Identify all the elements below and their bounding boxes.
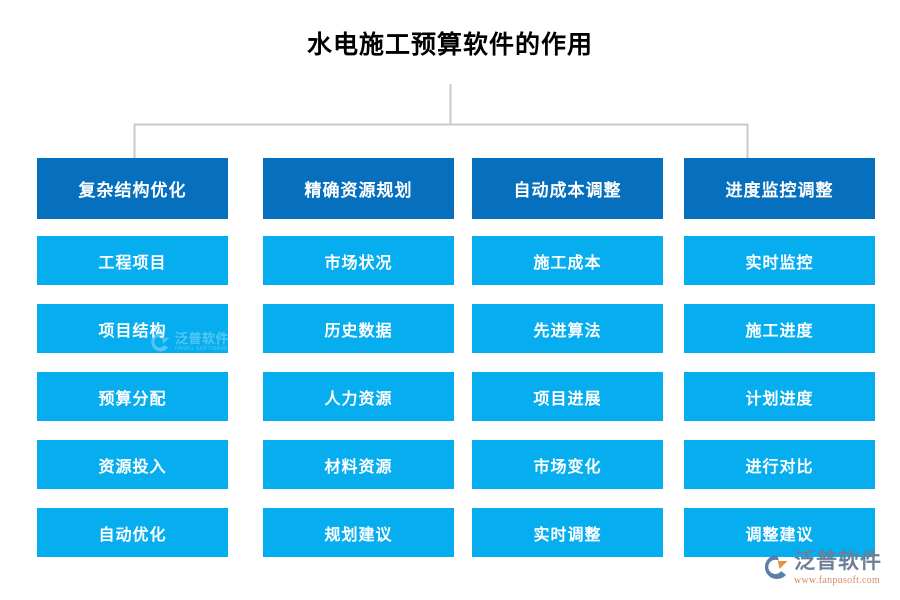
branch-header-1[interactable]: 复杂结构优化 [37,158,228,219]
branch-item[interactable]: 市场变化 [472,440,663,489]
branch-item[interactable]: 规划建议 [263,508,454,557]
branch-item[interactable]: 项目进展 [472,372,663,421]
branch-item[interactable]: 自动优化 [37,508,228,557]
brand-logo: 泛普软件 www.fanpusoft.com [762,550,894,596]
branch-item[interactable]: 预算分配 [37,372,228,421]
page-title: 水电施工预算软件的作用 [306,31,593,59]
branch-item[interactable]: 工程项目 [37,236,228,285]
branch-column-3: 自动成本调整 施工成本 先进算法 项目进展 市场变化 实时调整 [472,158,663,557]
branch-item[interactable]: 先进算法 [472,304,663,353]
branch-item[interactable]: 调整建议 [684,508,875,557]
branch-item[interactable]: 进行对比 [684,440,875,489]
branch-column-1: 复杂结构优化 工程项目 项目结构 预算分配 资源投入 自动优化 [37,158,228,557]
branch-item[interactable]: 实时调整 [472,508,663,557]
branch-item[interactable]: 资源投入 [37,440,228,489]
branch-column-2: 精确资源规划 市场状况 历史数据 人力资源 材料资源 规划建议 [263,158,454,557]
branch-item[interactable]: 材料资源 [263,440,454,489]
branch-column-4: 进度监控调整 实时监控 施工进度 计划进度 进行对比 调整建议 [684,158,875,557]
branch-header-2[interactable]: 精确资源规划 [263,158,454,219]
branch-item[interactable]: 市场状况 [263,236,454,285]
fanpu-logo-icon [764,554,788,579]
branch-header-4[interactable]: 进度监控调整 [684,158,875,219]
brand-url: www.fanpusoft.com [794,575,881,586]
branch-item[interactable]: 施工进度 [684,304,875,353]
branch-item[interactable]: 项目结构 [37,304,228,353]
branch-header-3[interactable]: 自动成本调整 [472,158,663,219]
branch-item[interactable]: 历史数据 [263,304,454,353]
branch-item[interactable]: 实时监控 [684,236,875,285]
branch-item[interactable]: 人力资源 [263,372,454,421]
branch-item[interactable]: 施工成本 [472,236,663,285]
brand-name: 泛普软件 [794,550,882,573]
branch-item[interactable]: 计划进度 [684,372,875,421]
